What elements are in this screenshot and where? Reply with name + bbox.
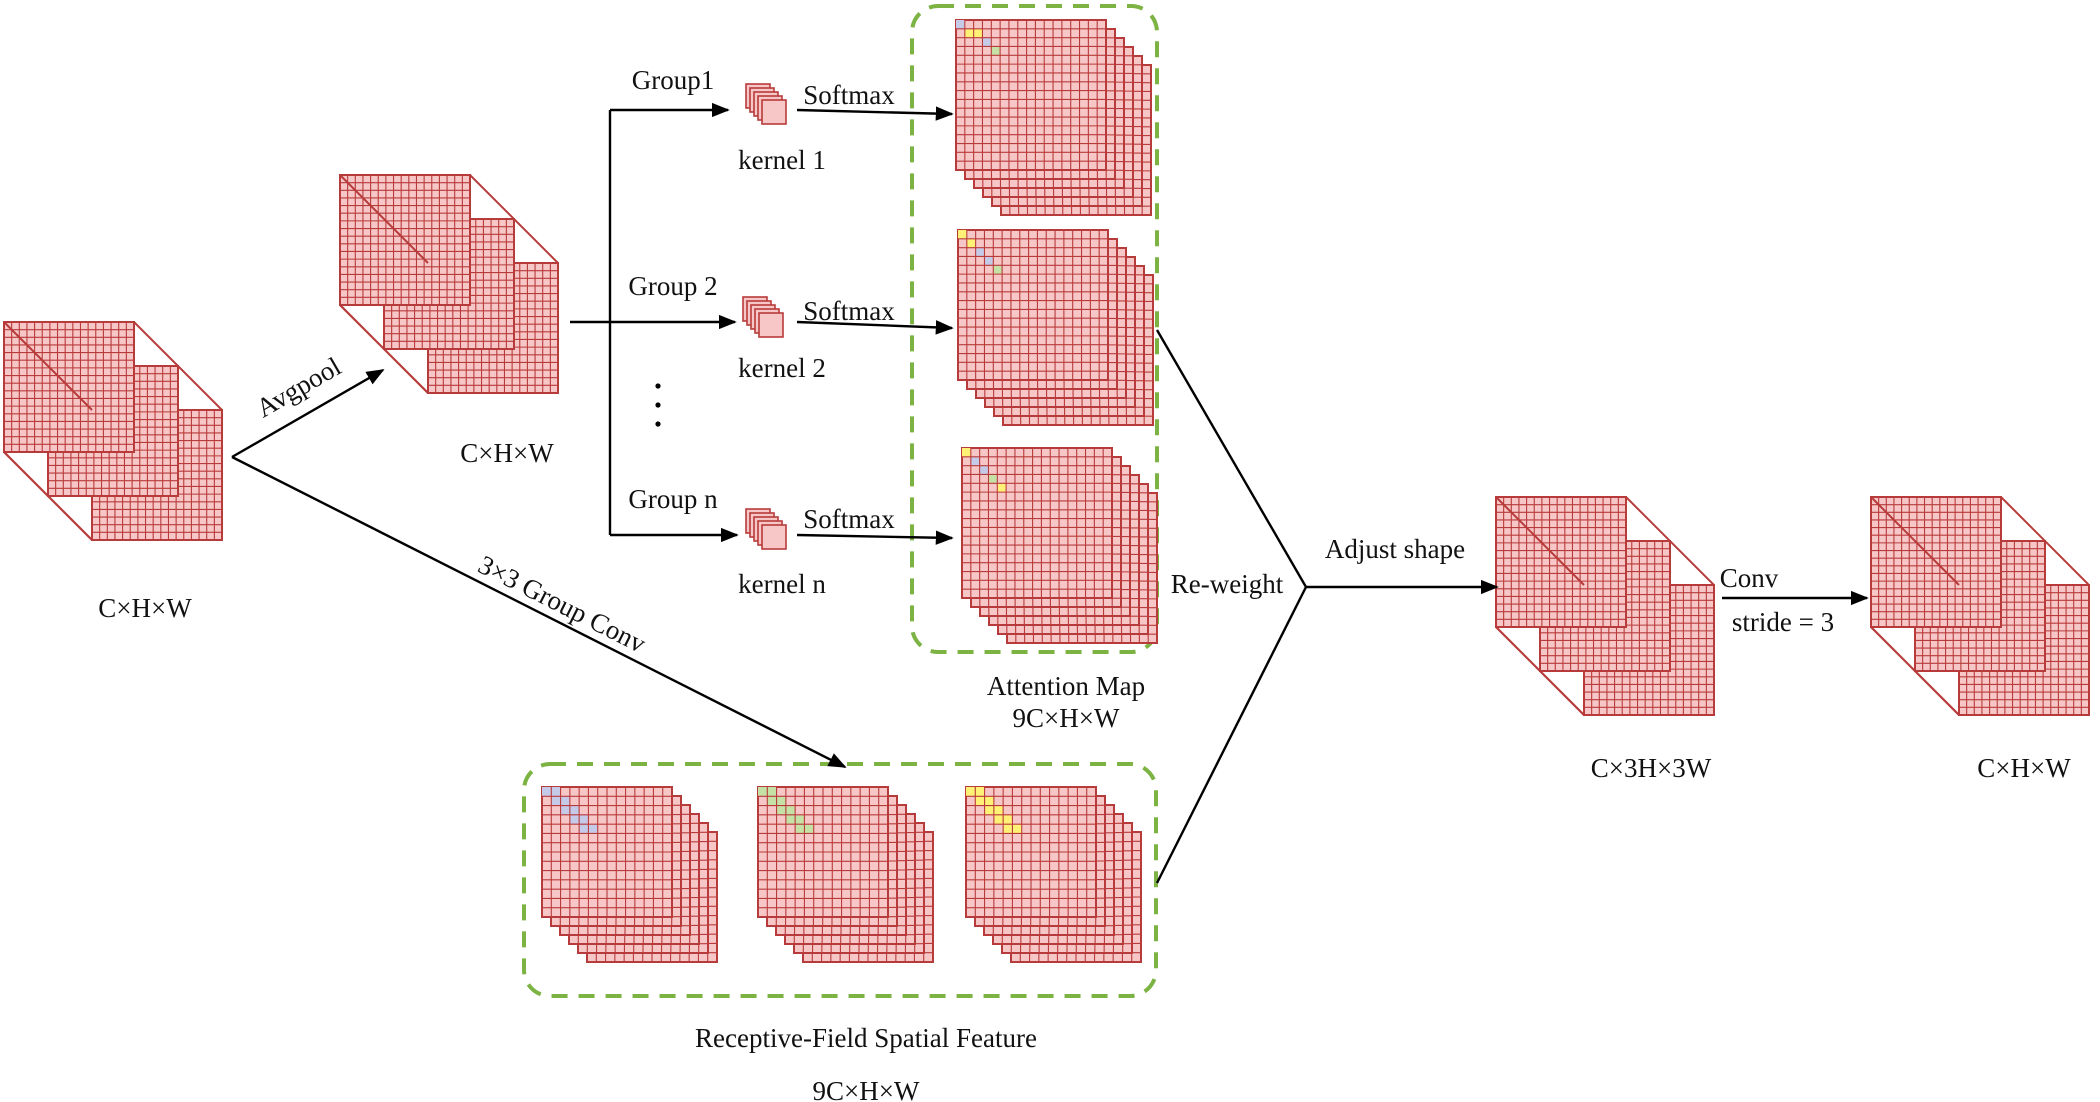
attention-map-2 (957, 229, 1154, 426)
attention-map-2-layer-0 (957, 229, 1109, 381)
pooled-feature-cube-edge-bottom (339, 304, 429, 394)
softmaxn-label: Softmax (803, 504, 895, 534)
stride-label: stride = 3 (1732, 607, 1834, 637)
avgpool-label: Avgpool (251, 351, 346, 423)
avgpool-arrow (231, 368, 385, 459)
conv-label: Conv (1720, 563, 1779, 593)
output-dim-label: C×H×W (1977, 753, 2071, 783)
group1-label: Group1 (632, 65, 715, 95)
input-feature-cube-edge-bottom (3, 451, 93, 541)
kernel1-label: kernel 1 (738, 145, 826, 175)
adjust-shape-label: Adjust shape (1325, 534, 1465, 564)
receptive-field-3-layer-0 (965, 786, 1097, 918)
attention-dim-label: 9C×H×W (1013, 703, 1120, 733)
attention-map-label: Attention Map (987, 671, 1145, 701)
output-feature-cube (1870, 496, 2090, 716)
pooled-feature-cube-edge (339, 174, 429, 264)
attention-map-group-border (910, 4, 1159, 654)
group-conv-label: 3×3 Group Conv (474, 549, 652, 659)
attention-to-join-line (1155, 329, 1308, 588)
adjusted-feature-cube-edge (1495, 496, 1585, 586)
kernel-2-stack (742, 296, 784, 338)
adjusted-feature-cube-edge-bottom (1495, 626, 1585, 716)
receptive-field-3 (965, 786, 1142, 963)
kerneln-label: kernel n (738, 569, 826, 599)
softmax2-label: Softmax (803, 296, 895, 326)
kernel2-label: kernel 2 (738, 353, 826, 383)
receptive-field-2-layer-0 (757, 786, 889, 918)
attention-map-n (961, 447, 1158, 644)
ellipsis-dot-1 (655, 383, 661, 389)
input-feature-cube (3, 321, 223, 541)
group2-label: Group 2 (628, 271, 717, 301)
adjusted-feature-cube (1495, 496, 1715, 716)
attention-map-1 (955, 19, 1152, 216)
softmax2-arrow (796, 320, 954, 335)
rf-dim-label: 9C×H×W (813, 1076, 920, 1102)
receptive-field-1-layer-0 (541, 786, 673, 918)
attention-map-n-layer-0 (961, 447, 1113, 599)
reweight-label: Re-weight (1171, 569, 1284, 599)
output-feature-cube-edge (1870, 496, 1960, 586)
kernel-n-stack (745, 508, 787, 550)
pooled-feature-cube (339, 174, 559, 394)
adjusted-dim-label: C×3H×3W (1591, 753, 1712, 783)
receptive-field-1 (541, 786, 718, 963)
pooled-dim-label: C×H×W (460, 438, 554, 468)
groupn-label: Group n (628, 484, 718, 514)
feature-to-join-line (1155, 586, 1308, 884)
softmaxn-arrow (796, 530, 954, 545)
attention-map-1-layer-0 (955, 19, 1107, 171)
adjusted-feature-cube-layer-front (1495, 496, 1627, 628)
softmax1-arrow (796, 106, 954, 121)
kernel-1-stack (745, 83, 787, 125)
softmax1-label: Softmax (803, 80, 895, 110)
receptive-field-group-border (522, 762, 1158, 998)
output-feature-cube-edge-bottom (1870, 626, 1960, 716)
group-conv-arrow (231, 455, 847, 769)
input-feature-cube-edge (3, 321, 93, 411)
receptive-field-2 (757, 786, 934, 963)
rf-feature-label: Receptive-Field Spatial Feature (695, 1023, 1037, 1053)
ellipsis-dot-3 (655, 421, 661, 427)
input-dim-label: C×H×W (98, 593, 192, 623)
ellipsis-dot-2 (655, 402, 661, 408)
